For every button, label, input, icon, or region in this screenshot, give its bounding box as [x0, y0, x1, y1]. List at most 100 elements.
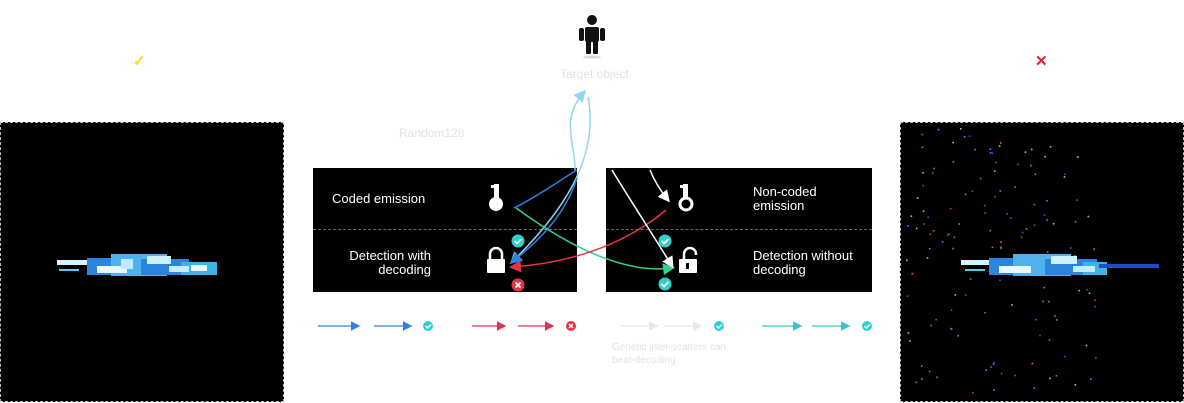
check-badge-icon	[658, 234, 672, 248]
noise-point	[921, 133, 924, 136]
noise-point	[928, 370, 931, 373]
legend-red-row	[472, 321, 576, 331]
noise-point	[1086, 288, 1088, 291]
noise-point	[911, 272, 914, 275]
noise-point	[951, 328, 953, 331]
bad-mark-icon: ✕	[1035, 53, 1048, 70]
lock-icon	[487, 246, 505, 273]
noise-point	[1000, 247, 1002, 250]
noise-point	[953, 236, 956, 239]
green-arrow	[515, 207, 675, 276]
noise-point	[1035, 318, 1038, 321]
white-arrow	[649, 169, 670, 203]
noise-point	[993, 170, 996, 172]
noise-point	[1033, 224, 1036, 227]
noise-point	[937, 128, 940, 131]
noise-point	[1025, 228, 1028, 230]
noise-point	[999, 279, 1001, 281]
noise-point	[1063, 173, 1066, 176]
noise-point	[1090, 378, 1092, 380]
noise-point	[1044, 155, 1046, 158]
noise-point	[1006, 213, 1008, 215]
noise-point	[991, 152, 994, 154]
noise-point	[1063, 176, 1066, 178]
noise-point	[935, 318, 937, 321]
noise-point	[1048, 300, 1050, 303]
noise-point	[916, 197, 919, 199]
detection-without-decoding-label: Detection without decoding	[753, 248, 853, 277]
noise-point	[1024, 151, 1027, 153]
legend-cyan-row	[762, 321, 872, 331]
noise-point	[1052, 223, 1055, 225]
noise-point	[1017, 163, 1019, 166]
noise-point	[921, 146, 924, 149]
noise-point	[1034, 173, 1037, 176]
noncoded-point-cloud	[906, 128, 1159, 394]
noise-point	[915, 227, 918, 230]
noise-point	[1009, 217, 1012, 219]
noise-point	[952, 161, 955, 163]
noise-point	[1056, 319, 1058, 321]
noise-point	[1014, 186, 1016, 188]
noise-point	[1085, 344, 1088, 347]
noise-point	[907, 225, 909, 227]
key-icon	[489, 184, 503, 211]
noncoded-point-cloud-panel	[900, 122, 1184, 402]
noise-point	[1039, 334, 1041, 337]
non-coded-emission-label: Non-coded emission	[753, 184, 817, 213]
noise-point	[1094, 299, 1096, 302]
unlock-icon	[679, 246, 698, 273]
noise-point	[1093, 248, 1095, 250]
noise-point	[941, 241, 944, 243]
noise-point	[995, 161, 997, 164]
noise-point	[991, 246, 994, 249]
blue-arrow	[509, 177, 578, 264]
noise-point	[909, 340, 911, 342]
noise-point	[906, 259, 908, 262]
noise-point	[1043, 286, 1046, 289]
noise-point	[922, 184, 924, 187]
noise-point	[971, 391, 974, 394]
noise-point	[1074, 384, 1077, 386]
light-blue-arrow	[509, 96, 591, 265]
noise-point	[957, 335, 959, 337]
noise-point	[984, 204, 986, 207]
noise-point	[927, 216, 929, 219]
noise-point	[984, 311, 986, 314]
detection-with-decoding-label: Detection with decoding	[349, 248, 431, 277]
noise-point	[1049, 146, 1052, 148]
noise-point	[932, 172, 934, 174]
noise-point	[1033, 203, 1036, 206]
noise-point	[1076, 199, 1078, 201]
target-object-label: Target object	[560, 67, 629, 81]
noise-point	[949, 207, 952, 210]
noise-point	[907, 332, 910, 334]
noise-point	[1014, 374, 1016, 377]
coded-emission-label: Coded emission	[332, 191, 426, 206]
noise-point	[1054, 315, 1056, 317]
noise-point	[926, 257, 929, 259]
light-blue-arrow	[569, 89, 586, 171]
coded-box-divider	[313, 229, 577, 230]
noise-point	[936, 376, 938, 379]
noise-point	[971, 190, 974, 193]
noise-point	[989, 148, 992, 150]
noise-point	[1030, 148, 1033, 151]
noise-point	[1095, 357, 1097, 359]
noise-point	[958, 223, 961, 225]
noise-point	[950, 327, 952, 330]
noise-point	[1074, 221, 1077, 223]
noise-point	[969, 278, 972, 280]
noise-point	[930, 324, 932, 327]
noise-point	[1088, 292, 1091, 295]
noise-point	[963, 136, 966, 138]
noise-point	[990, 366, 992, 368]
noise-point	[964, 193, 967, 196]
noise-point	[1070, 247, 1072, 249]
noise-point	[946, 234, 949, 236]
check-badge-icon	[658, 277, 672, 291]
noise-point	[964, 294, 967, 296]
noise-point	[1077, 156, 1079, 158]
